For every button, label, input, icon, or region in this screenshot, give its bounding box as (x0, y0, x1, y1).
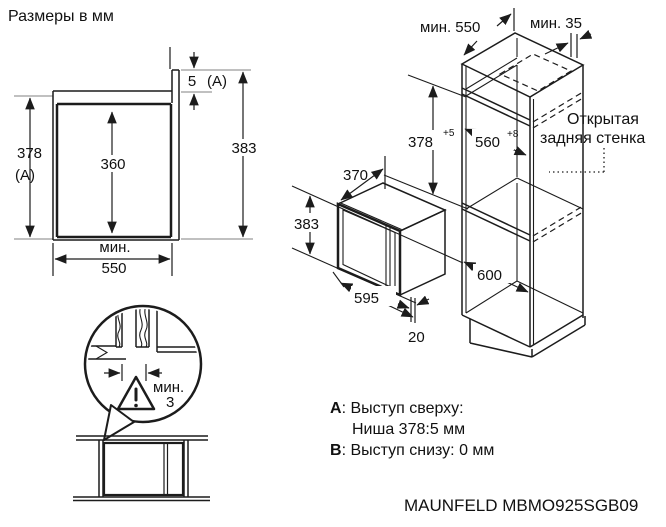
open-back-label-line1: Открытая (567, 111, 639, 128)
microwave-isometric (291, 156, 464, 323)
model-label: MAUNFELD MBMO925SGB09 (404, 496, 639, 515)
note-a-key: A (330, 400, 342, 417)
appliance-plan-outline (102, 441, 185, 497)
note-b-line: B: Выступ снизу: 0 мм (330, 440, 494, 461)
dim-niche-height-tolerance: +5 (443, 128, 455, 139)
dim-niche-width-560: 560 (475, 134, 500, 151)
dim-oven-width-595: 595 (354, 290, 379, 307)
dim-oven-depth-370: 370 (343, 167, 368, 184)
cabinet-dim-labels: мин. 550 мин. 35 378 +5 560 +8 370 383 5… (294, 15, 645, 346)
dim-oven-height-383: 383 (294, 216, 319, 233)
note-b-text: : Выступ снизу: 0 мм (341, 442, 495, 459)
callout-tail (103, 404, 135, 441)
warning-triangle-icon (116, 375, 156, 411)
open-back-top-outline (498, 53, 573, 92)
dim-front-overhang-20: 20 (408, 329, 425, 346)
plan-view (73, 435, 210, 502)
dim-top-gap-ref-a: (A) (207, 73, 227, 90)
page-title: Размеры в мм (8, 8, 114, 25)
note-b-key: B (330, 442, 342, 459)
dim-top-gap-5: 5 (188, 73, 196, 90)
dim-depth-min-label: мин. (99, 239, 130, 256)
open-back-leader (549, 148, 605, 173)
dim-depth-min-550: 550 (101, 260, 126, 277)
gap-min-label: мин. (153, 379, 184, 396)
dim-top-depth-min-550: мин. 550 (420, 19, 480, 36)
gap-value-3: 3 (166, 394, 174, 411)
dim-overall-height-383: 383 (231, 140, 256, 157)
dim-cabinet-width-600: 600 (477, 267, 502, 284)
installation-notes: A: Выступ сверху: Ниша 378:5 мм B: Высту… (330, 398, 494, 461)
dim-niche-height-ref-a: (A) (15, 167, 35, 184)
dim-niche-width-tolerance: +8 (507, 129, 519, 140)
note-a-text: : Выступ сверху: (341, 400, 464, 417)
note-a-line1: A: Выступ сверху: (330, 398, 494, 419)
note-a-line2: Ниша 378:5 мм (352, 421, 466, 438)
niche-section-diagram: 378 (A) 360 383 5 (A) мин. 550 (14, 47, 261, 277)
dim-niche-height-378: 378 (408, 134, 433, 151)
cabinet-isometric (383, 8, 605, 358)
gap-detail-callout: мин. 3 (83, 304, 203, 441)
callout-detail-contents (88, 309, 198, 381)
dim-niche-height-378: 378 (17, 145, 42, 162)
open-back-label-line2: задняя стенка (540, 130, 645, 147)
dim-rear-gap-min-35: мин. 35 (530, 15, 582, 32)
callout-circle (83, 304, 203, 424)
dim-inner-height-360: 360 (100, 156, 125, 173)
